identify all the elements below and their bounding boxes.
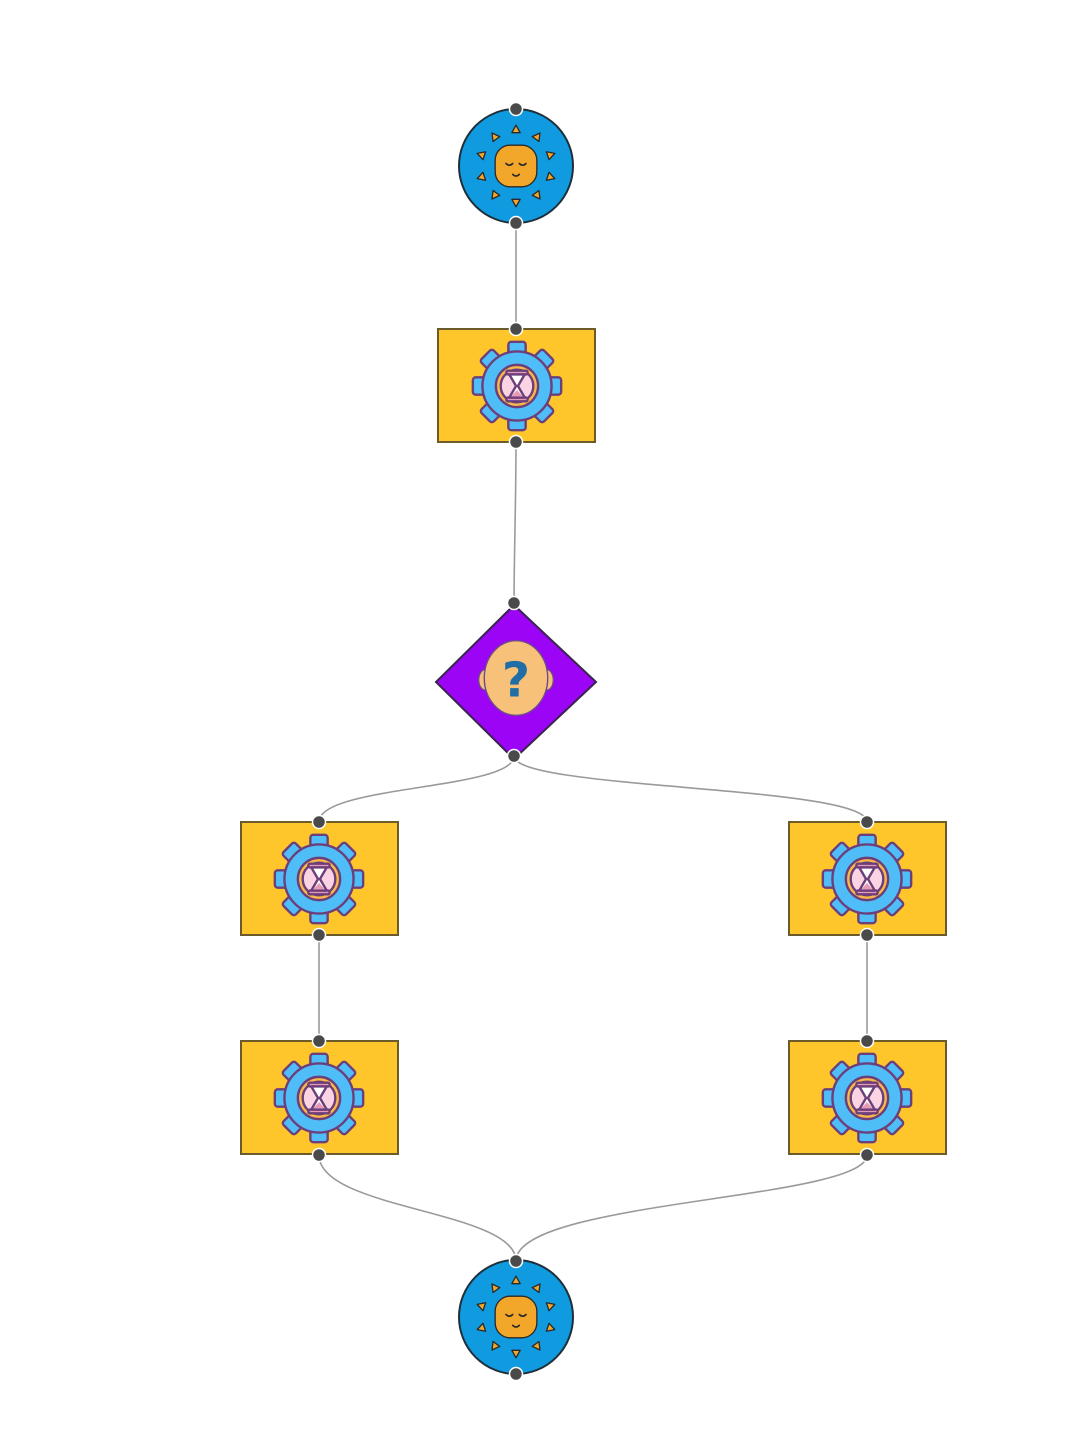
task-node-left-2[interactable] xyxy=(240,1040,399,1155)
start-event-node[interactable] xyxy=(458,108,574,224)
task-node-right-2[interactable] xyxy=(788,1040,947,1155)
port-handle[interactable] xyxy=(506,595,522,611)
port-handle[interactable] xyxy=(311,927,327,943)
port-handle[interactable] xyxy=(859,927,875,943)
gear-hourglass-icon xyxy=(821,1052,913,1144)
task-node-right-1[interactable] xyxy=(788,821,947,936)
connections xyxy=(318,223,868,1262)
port-handle[interactable] xyxy=(508,1253,524,1269)
gear-hourglass-icon xyxy=(471,340,563,432)
port-handle[interactable] xyxy=(311,814,327,830)
gear-hourglass-icon xyxy=(821,833,913,925)
port-handle[interactable] xyxy=(859,1033,875,1049)
edge-gateway-to-task-right-1 xyxy=(513,755,868,823)
connection-ports xyxy=(311,101,875,1382)
edge-gateway-to-task-left-1 xyxy=(318,755,515,823)
port-handle[interactable] xyxy=(508,434,524,450)
port-handle[interactable] xyxy=(508,101,524,117)
port-handle[interactable] xyxy=(311,1033,327,1049)
end-event-node[interactable] xyxy=(458,1259,574,1375)
port-handle[interactable] xyxy=(506,748,522,764)
gear-hourglass-icon xyxy=(273,1052,365,1144)
port-handle[interactable] xyxy=(859,814,875,830)
task-node-left-1[interactable] xyxy=(240,821,399,936)
port-handle[interactable] xyxy=(311,1147,327,1163)
port-handle[interactable] xyxy=(508,321,524,337)
task-node-1[interactable] xyxy=(437,328,596,443)
edge-task-1-to-gateway xyxy=(513,441,517,604)
port-handle[interactable] xyxy=(859,1147,875,1163)
edge-task-right-2-to-end xyxy=(515,1154,868,1262)
decision-gateway-node[interactable] xyxy=(434,603,598,761)
edge-task-left-2-to-end xyxy=(318,1154,517,1262)
port-handle[interactable] xyxy=(508,1366,524,1382)
gear-hourglass-icon xyxy=(273,833,365,925)
port-handle[interactable] xyxy=(508,215,524,231)
